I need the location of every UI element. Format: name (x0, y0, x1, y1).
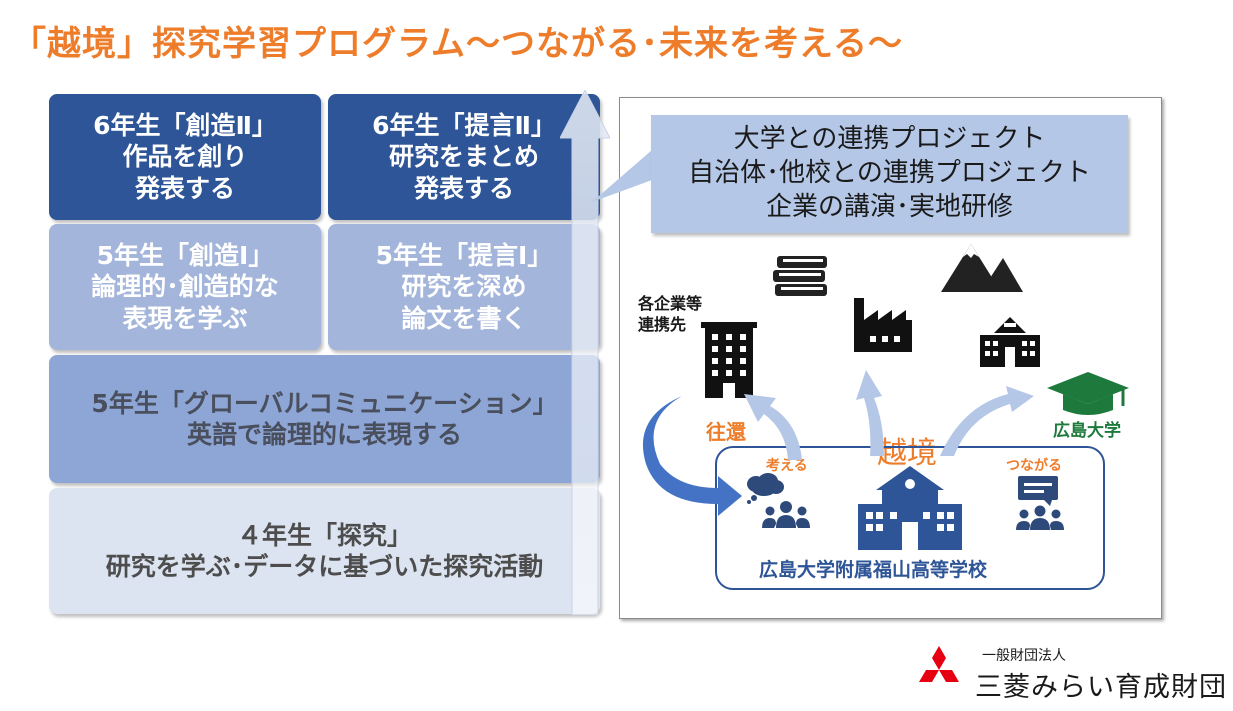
ekkyo-label: 越境 (877, 436, 937, 471)
town-hall-icon (980, 317, 1040, 367)
flow-arrows (642, 370, 1034, 516)
grade5-propose-box: 5年生「提言Ⅰ」研究を深め論文を書く (328, 224, 600, 350)
graduation-cap-icon (1047, 372, 1129, 415)
grade5-create-line3: 表現を学ぶ (122, 303, 248, 333)
grade4-line1: ４年生「探究」 (236, 520, 412, 550)
grade5-propose-line3: 論文を書く (401, 303, 527, 333)
grade6-propose-line2: 研究をまとめ (388, 142, 539, 172)
building-icon (701, 322, 757, 398)
tsunagaru-label: つながる (1006, 458, 1062, 474)
grade6-create-box: 6年生「創造Ⅱ」作品を創り発表する (49, 94, 321, 220)
grade6-create-line1: 6年生「創造Ⅱ」 (93, 111, 277, 141)
progress-arrow-icon (560, 90, 610, 615)
grade5-create-line1: 5年生「創造Ⅰ」 (96, 241, 274, 271)
thought-cloud-icon (747, 473, 784, 504)
grade6-create-line3: 発表する (134, 173, 235, 203)
page-title: 「越境」探究学習プログラム～つながる･未来を考える～ (12, 24, 903, 64)
callout-line3: 企業の講演･実地研修 (765, 191, 1013, 222)
grade5-create-line2: 論理的･創造的な (91, 272, 279, 302)
hiroshima-univ-label: 広島大学 (1053, 421, 1121, 441)
grade6-propose-line1: 6年生「提言Ⅱ」 (372, 111, 556, 141)
factory-icon (854, 298, 912, 352)
callout-line2: 自治体･他校との連携プロジェクト (688, 158, 1091, 189)
school-frame (715, 446, 1105, 590)
companies-label-2: 連携先 (638, 315, 687, 334)
mountain-icon (941, 244, 1023, 292)
school-icon (858, 466, 962, 550)
grade6-propose-box: 6年生「提言Ⅱ」研究をまとめ発表する (328, 94, 600, 220)
grade4-box: ４年生「探究」研究を学ぶ･データに基づいた探究活動 (49, 488, 600, 614)
books-icon (773, 256, 827, 296)
school-label: 広島大学附属福山高等学校 (759, 559, 988, 581)
grade5-create-box: 5年生「創造Ⅰ」論理的･創造的な表現を学ぶ (49, 224, 321, 350)
grade5-propose-line2: 研究を深め (401, 272, 527, 302)
people-group-icon (762, 501, 810, 528)
ofuku-label: 往還 (706, 420, 746, 444)
grade5-global-line2: 英語で論理的に表現する (186, 420, 462, 449)
logo-small-text: 一般財団法人 (982, 648, 1066, 664)
grade6-propose-line3: 発表する (413, 173, 514, 203)
grade5-propose-line1: 5年生「提言Ⅰ」 (375, 241, 553, 271)
grade5-global-box: 5年生「グローバルコミュニケーション」英語で論理的に表現する (49, 355, 600, 483)
callout-pointer (592, 150, 652, 202)
grade5-global-line1: 5年生「グローバルコミュニケーション」 (91, 388, 558, 418)
collaboration-callout: 大学との連携プロジェクト 自治体･他校との連携プロジェクト 企業の講演･実地研修 (651, 115, 1128, 233)
callout-line1: 大学との連携プロジェクト (733, 124, 1046, 155)
mitsubishi-logo-icon (919, 646, 959, 682)
chat-screen-icon (1016, 476, 1064, 530)
kangaeru-label: 考える (766, 458, 808, 474)
grade4-line2: 研究を学ぶ･データに基づいた探究活動 (105, 552, 544, 581)
logo-name: 三菱みらい育成財団 (975, 672, 1227, 703)
companies-label-1: 各企業等 (638, 294, 703, 313)
grade6-create-line2: 作品を創り (122, 142, 248, 172)
